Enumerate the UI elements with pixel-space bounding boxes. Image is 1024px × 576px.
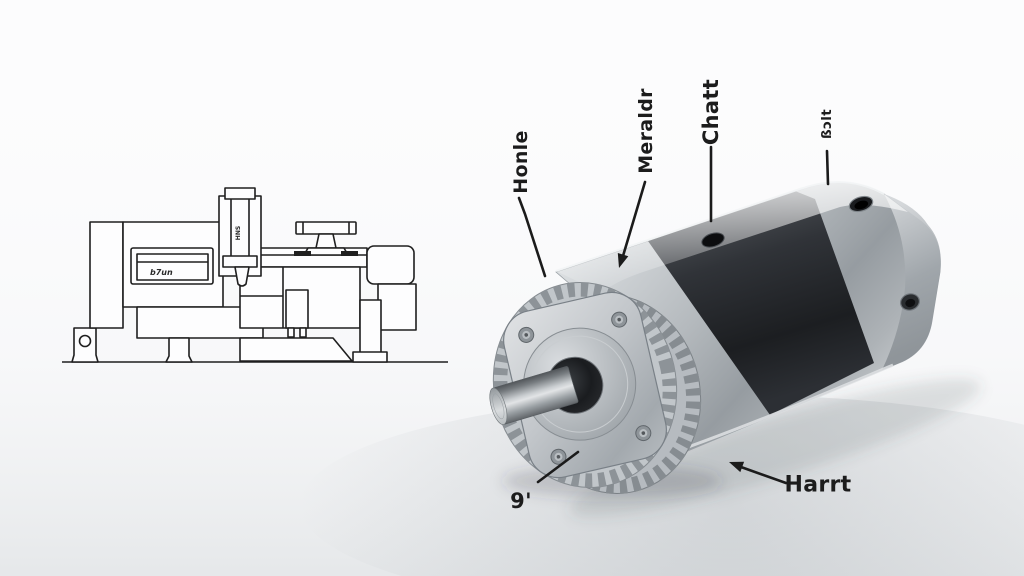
corner-screws <box>518 311 652 465</box>
mid-tab <box>299 327 307 338</box>
bottom-plate <box>239 337 353 362</box>
column-text: HNS <box>235 226 242 240</box>
top-edge-highlight <box>555 181 885 272</box>
callout-label-meraldr: Meraldr <box>635 88 657 174</box>
leader-nine <box>536 450 580 484</box>
clamp-pad <box>294 251 311 256</box>
right-leg <box>359 299 382 354</box>
leader-harrt <box>739 465 788 485</box>
callout-label-harrt: Harrt <box>784 472 852 498</box>
t-fixture-bar <box>295 221 357 235</box>
tool-bit <box>234 266 250 287</box>
display-panel-inner <box>136 253 209 281</box>
callout-label-honle: Honle <box>510 130 532 194</box>
callout-label-chatt: Chatt <box>699 78 723 146</box>
motor-rear-cap <box>882 194 941 370</box>
arrowhead-meraldr <box>617 253 629 268</box>
arrowhead-harrt <box>729 461 745 473</box>
machine-left-post <box>89 221 124 329</box>
callout-label-nine: 9' <box>510 489 532 513</box>
panel-text: b7un <box>150 268 173 277</box>
leader-meraldr <box>621 180 647 258</box>
foot-hole <box>78 334 92 348</box>
clamp-pad <box>341 251 358 256</box>
output-shaft <box>489 366 579 425</box>
t-fixture-stem <box>315 233 337 249</box>
motor-top-face <box>556 182 908 293</box>
callout-label-bolt: ßɔlt <box>819 109 835 139</box>
side-mount-hole <box>900 293 920 311</box>
leader-honle <box>517 196 547 278</box>
spindle-cap <box>224 187 256 200</box>
mid-tab <box>287 327 295 338</box>
spindle-collar <box>222 255 258 268</box>
knurl-teeth <box>493 282 677 488</box>
leader-bolt <box>825 149 830 186</box>
right-leg-foot <box>352 351 388 363</box>
band-hole <box>701 232 725 248</box>
top-mount-hole <box>848 195 874 213</box>
machine-line-drawing: b7un HNS <box>62 187 448 363</box>
callout-leaders <box>517 145 830 485</box>
motor-render <box>489 181 941 494</box>
right-motor-box <box>366 245 415 285</box>
mid-inner-box <box>285 289 309 329</box>
right-lower-box <box>377 283 417 331</box>
machine-centre-foot <box>165 337 193 363</box>
